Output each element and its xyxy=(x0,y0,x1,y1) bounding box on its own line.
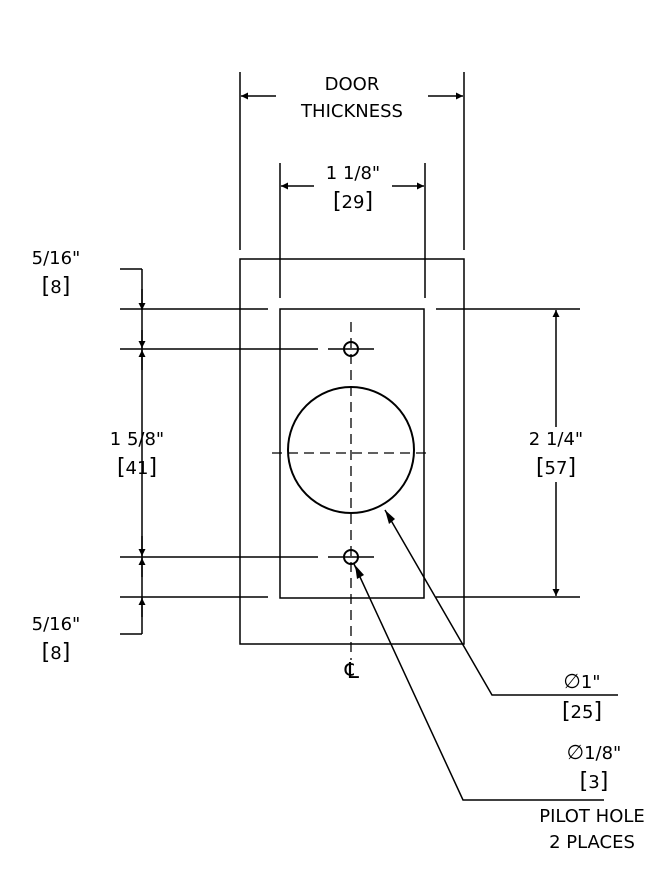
pilot-hole-label-2: 2 PLACES xyxy=(549,832,635,853)
outer-plate xyxy=(239,258,465,645)
large-hole-metric: 25 xyxy=(571,702,594,723)
large-hole-leader xyxy=(384,509,618,696)
middle-spacing-metric: 41 xyxy=(126,458,149,479)
height-imperial: 2 1/4" xyxy=(529,429,583,450)
top-offset-metric: 8 xyxy=(50,277,61,298)
width-metric: 29 xyxy=(342,192,365,213)
pilot-hole-bracket: [3] xyxy=(580,769,609,794)
height-metric: 57 xyxy=(545,458,568,479)
door-thickness-label-1: DOOR xyxy=(325,74,380,95)
bottom-offset-imperial: 5/16" xyxy=(32,614,81,635)
pilot-hole-imperial: ∅1/8" xyxy=(567,740,622,764)
bottom-offset-bracket: [8] xyxy=(42,640,71,665)
bottom-offset-metric: 8 xyxy=(50,643,61,664)
width-imperial: 1 1/8" xyxy=(326,163,380,184)
pilot-hole-label-1: PILOT HOLE xyxy=(539,806,645,827)
diameter-symbol-icon-2: ∅ xyxy=(567,740,584,764)
pilot-hole-metric: 3 xyxy=(588,772,599,793)
middle-spacing-bracket: [41] xyxy=(117,455,157,480)
large-hole-bracket: [25] xyxy=(562,699,602,724)
middle-spacing-imperial: 1 5/8" xyxy=(110,429,164,450)
large-hole-imperial: ∅1" xyxy=(563,669,600,693)
width-bracket: [29] xyxy=(333,189,373,214)
centerline-symbol: ℄ xyxy=(344,659,360,684)
top-offset-imperial: 5/16" xyxy=(32,248,81,269)
pilot-hole-leader xyxy=(353,563,604,801)
door-thickness-label-2: THICKNESS xyxy=(300,101,403,122)
height-bracket: [57] xyxy=(536,455,576,480)
diameter-symbol-icon: ∅ xyxy=(563,669,580,693)
large-hole xyxy=(287,386,415,514)
top-offset-bracket: [8] xyxy=(42,274,71,299)
